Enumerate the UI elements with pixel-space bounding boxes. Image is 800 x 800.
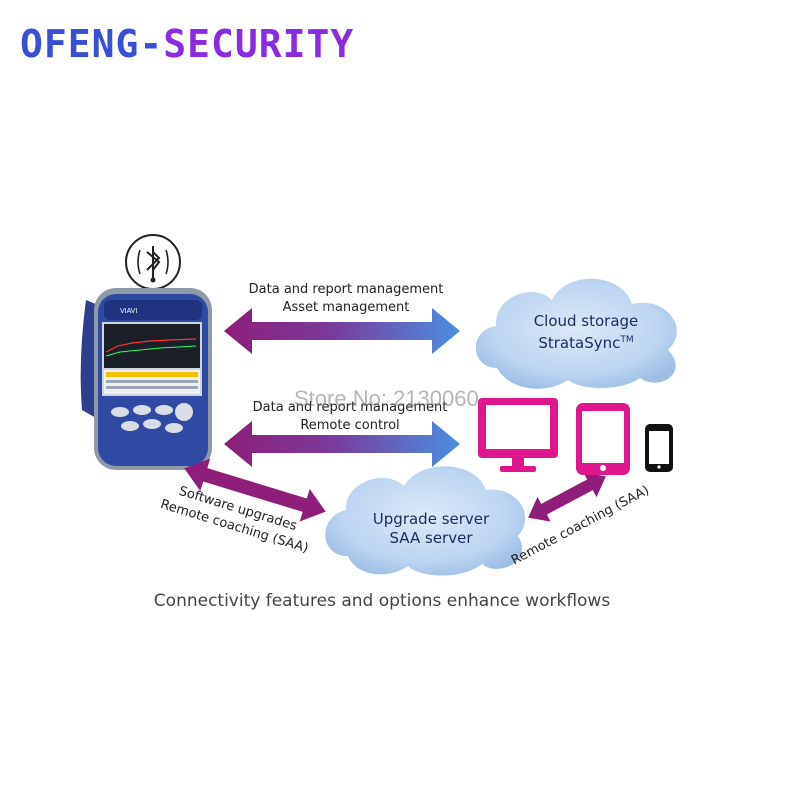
arrow-top-label: Data and report management Asset managem… (246, 281, 446, 317)
tablet-icon (576, 403, 630, 475)
cloud-storage-label: Cloud storage StrataSyncTM (526, 312, 646, 353)
arrow-left-diagonal (184, 458, 326, 522)
smartphone-icon (645, 424, 673, 472)
monitor-icon (478, 398, 558, 472)
store-watermark: Store No: 2130060 (294, 386, 479, 411)
upgrade-server-line1: Upgrade server (372, 510, 490, 528)
trademark-sup: TM (620, 335, 634, 345)
brand-logo: OFENG-SECURITY (20, 22, 354, 66)
bluetooth-usb-wifi-icon (125, 234, 181, 290)
arrow-top-line1: Data and report management (248, 282, 444, 297)
handheld-tester-icon: VIAVI (80, 288, 212, 470)
upgrade-server-line2: SAA server (389, 529, 473, 547)
arrow-middle-line2: Remote control (300, 418, 400, 433)
cloud-storage-line2: StrataSyncTM (526, 331, 646, 353)
cloud-icon (325, 466, 526, 576)
diagram-caption: Connectivity features and options enhanc… (153, 591, 611, 611)
upgrade-server-label: Upgrade server SAA server (366, 510, 496, 548)
arrow-top-line2: Asset management (282, 300, 410, 315)
arrow-middle (224, 421, 460, 467)
arrow-right-diagonal (528, 472, 606, 522)
cloud-storage-line1: Cloud storage (533, 312, 639, 330)
stratasync-text: StrataSync (538, 334, 621, 352)
cloud-icon (475, 278, 677, 389)
brand-part2: SECURITY (163, 22, 355, 66)
arrow-middle-label: Data and report management Remote contro… (250, 399, 450, 435)
brand-part1: OFENG- (20, 22, 164, 66)
device-brand: VIAVI (120, 308, 137, 315)
arrow-middle-line1: Data and report management (252, 400, 448, 415)
arrow-top (224, 308, 460, 354)
